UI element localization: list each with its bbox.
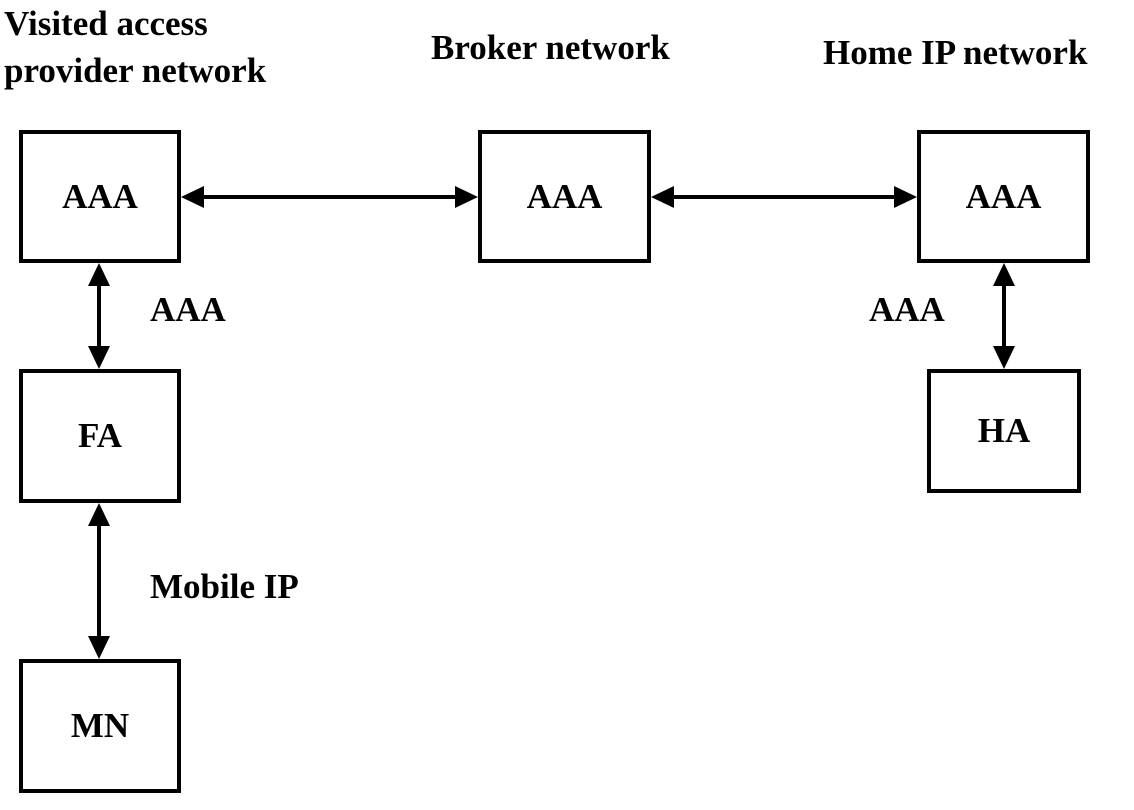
home-agent-label: HA: [977, 411, 1031, 450]
visited-network-title-line1: Visited access: [4, 4, 208, 43]
foreign-agent: FA: [19, 369, 181, 503]
arrow-fa-mn: [88, 503, 110, 659]
home-agent: HA: [927, 369, 1081, 493]
broker-aaa-server: AAA: [478, 130, 651, 263]
arrow-broker-aaa-home-aaa: [651, 186, 917, 208]
broker-network-title: Broker network: [431, 28, 670, 67]
visited-aaa-server: AAA: [19, 130, 181, 263]
visited-network-title-line2: provider network: [4, 51, 267, 90]
visited-aaa-fa-link-label: AAA: [150, 290, 226, 329]
mobile-node: MN: [19, 659, 181, 793]
home-aaa-label: AAA: [965, 176, 1042, 216]
foreign-agent-label: FA: [77, 416, 123, 455]
arrow-home-aaa-ha: [993, 263, 1015, 369]
arrow-visited-aaa-fa: [88, 263, 110, 369]
home-aaa-server: AAA: [917, 130, 1090, 263]
mobile-node-label: MN: [70, 706, 130, 745]
broker-aaa-label: AAA: [526, 176, 603, 216]
home-network-title: Home IP network: [823, 33, 1088, 72]
arrow-visited-aaa-broker-aaa: [181, 186, 478, 208]
home-aaa-ha-link-label: AAA: [869, 290, 945, 329]
fa-mn-link-label: Mobile IP: [150, 567, 299, 606]
visited-aaa-label: AAA: [62, 176, 138, 216]
